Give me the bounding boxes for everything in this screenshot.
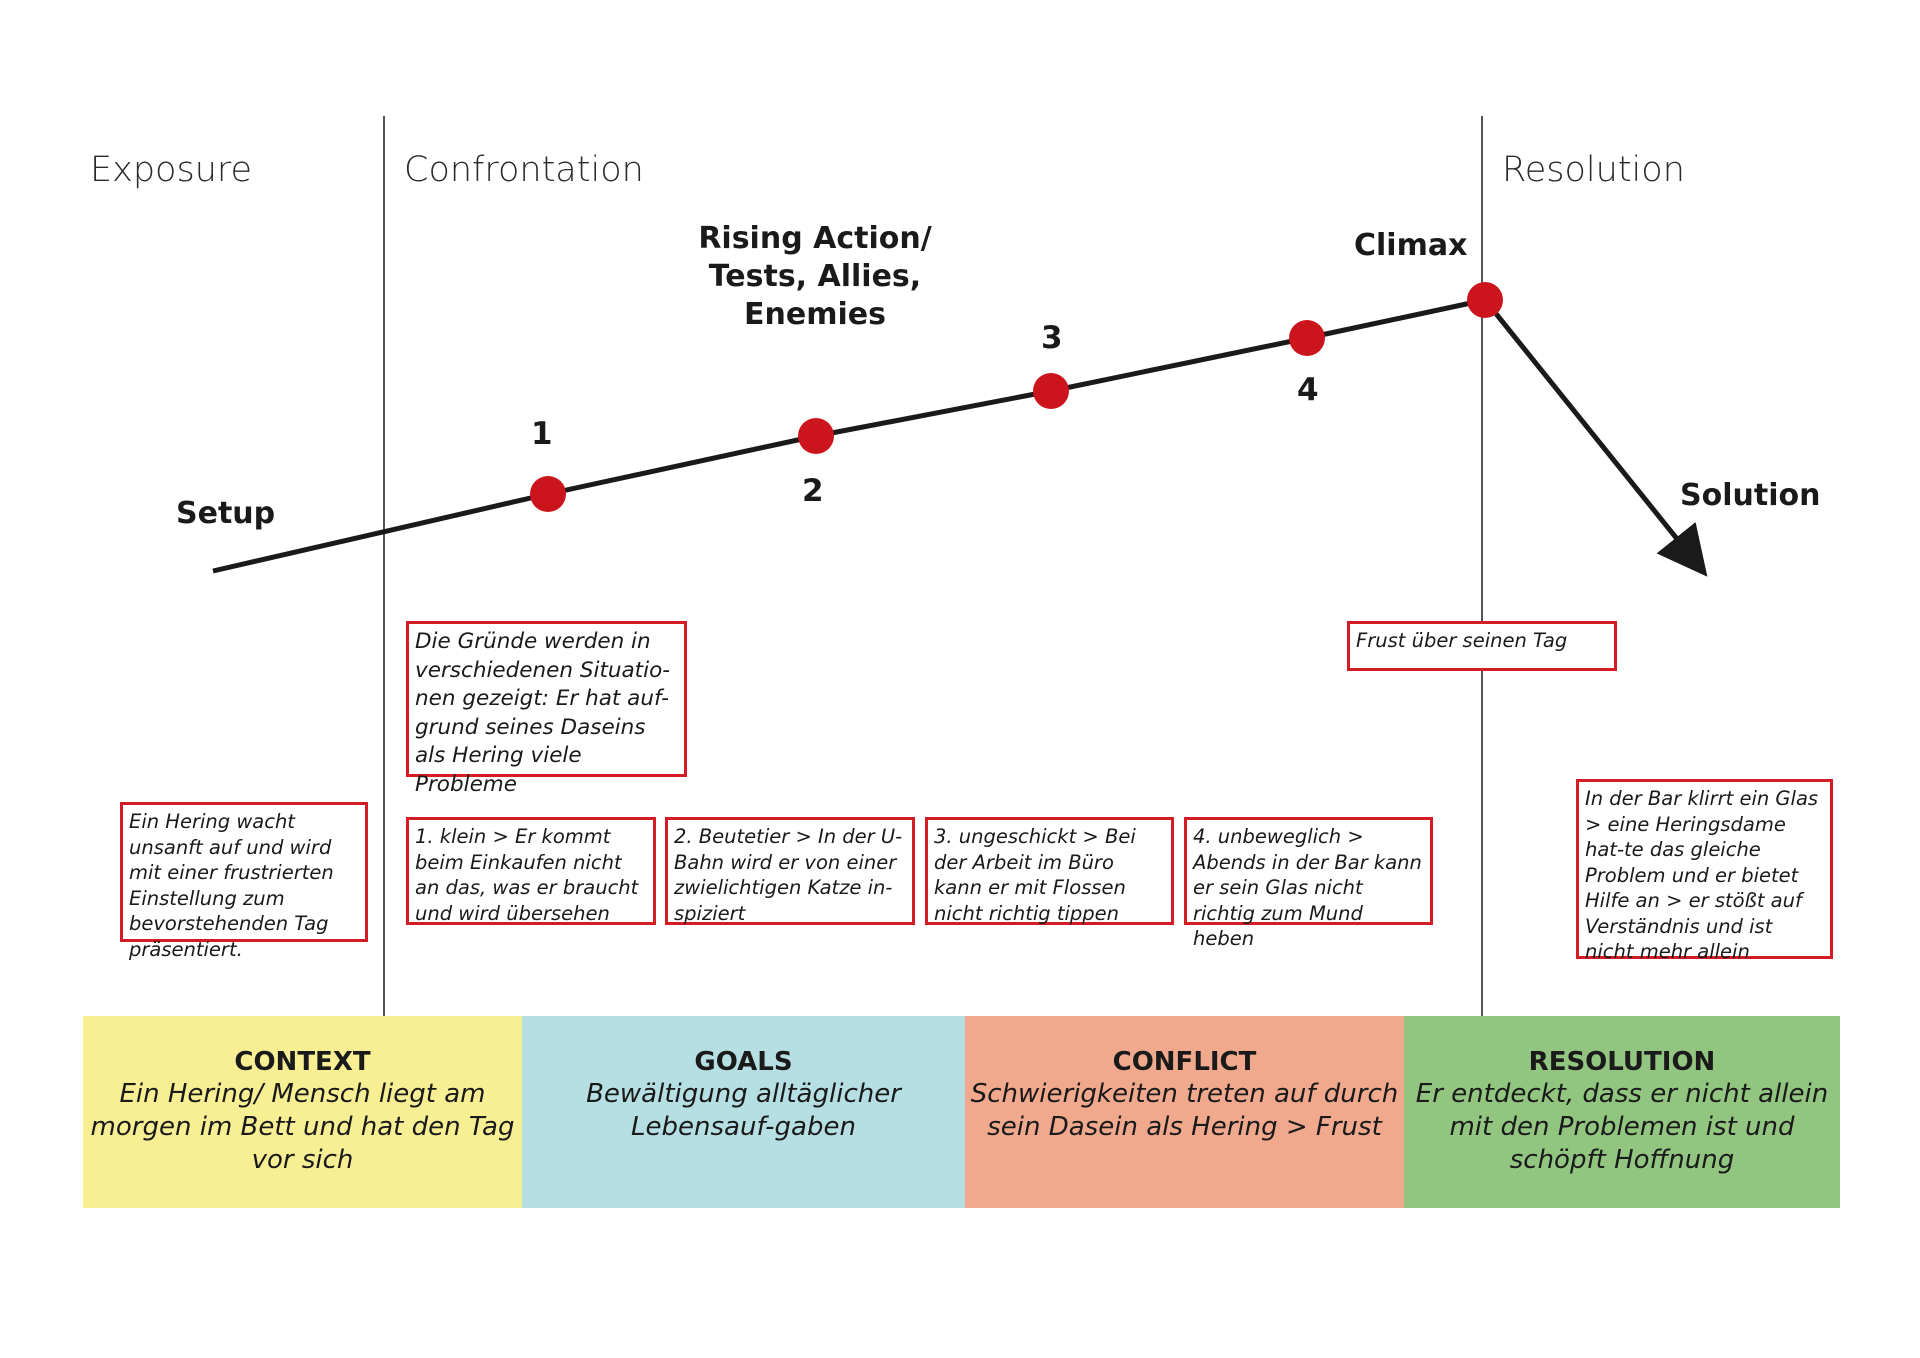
- phase-resolution: Resolution: [1502, 150, 1685, 190]
- rising-action-label: Rising Action/ Tests, Allies, Enemies: [690, 220, 940, 334]
- band-conflict-text: Schwierigkeiten treten auf durch sein Da…: [970, 1079, 1399, 1142]
- band-resolution-title: RESOLUTION: [1528, 1047, 1716, 1077]
- phase-exposure: Exposure: [90, 150, 253, 190]
- plot-point-1-dot: [530, 476, 566, 512]
- rising-action-line-3: Enemies: [744, 297, 886, 332]
- setup-label: Setup: [176, 496, 276, 531]
- setup-note: Ein Hering wacht unsanft auf und wird mi…: [120, 802, 368, 961]
- plot-point-3-dot: [1033, 373, 1069, 409]
- climax-note: Frust über seinen Tag: [1347, 621, 1617, 671]
- climax-label: Climax: [1354, 228, 1468, 263]
- plot-point-2-dot: [798, 418, 834, 454]
- band-conflict-title: CONFLICT: [1112, 1047, 1257, 1077]
- reasons-note: Die Gründe werden in verschiedenen Situa…: [406, 621, 687, 797]
- band-context-text: Ein Hering/ Mensch liegt am morgen im Be…: [90, 1079, 515, 1175]
- plot-point-1-label: 1: [531, 416, 553, 452]
- band-resolution: RESOLUTION Er entdeckt, dass er nicht al…: [1404, 1016, 1840, 1208]
- falling-action-arrow: [1483, 298, 1708, 577]
- solution-label: Solution: [1680, 478, 1821, 513]
- plot-point-4-label: 4: [1297, 372, 1319, 408]
- rising-action-line-1: Rising Action/: [698, 221, 932, 256]
- solution-note: In der Bar klirrt ein Glas > eine Hering…: [1576, 779, 1833, 963]
- band-context-title: CONTEXT: [234, 1047, 371, 1077]
- plot-point-3-label: 3: [1041, 320, 1063, 356]
- plot-point-4-note: 4. unbeweglich > Abends in der Bar kann …: [1184, 817, 1433, 950]
- plot-point-2-note: 2. Beutetier > In der U-Bahn wird er von…: [665, 817, 915, 925]
- plot-point-2-label: 2: [802, 473, 824, 509]
- phase-confrontation: Confrontation: [404, 150, 644, 190]
- climax-dot: [1467, 282, 1503, 318]
- rising-action-line-2: Tests, Allies,: [708, 259, 922, 294]
- band-context: CONTEXT Ein Hering/ Mensch liegt am morg…: [83, 1016, 522, 1208]
- plot-point-3-note: 3. ungeschickt > Bei der Arbeit im Büro …: [925, 817, 1174, 925]
- band-goals-title: GOALS: [694, 1047, 793, 1077]
- band-goals: GOALS Bewältigung alltäglicher Lebensauf…: [522, 1016, 965, 1208]
- band-goals-text: Bewältigung alltäglicher Lebensauf-gaben: [586, 1079, 901, 1142]
- plot-point-4-dot: [1289, 320, 1325, 356]
- band-conflict: CONFLICT Schwierigkeiten treten auf durc…: [965, 1016, 1404, 1208]
- rising-action-line: [212, 297, 1486, 574]
- plot-point-1-note: 1. klein > Er kommt beim Einkaufen nicht…: [406, 817, 656, 925]
- band-resolution-text: Er entdeckt, dass er nicht allein mit de…: [1415, 1079, 1829, 1175]
